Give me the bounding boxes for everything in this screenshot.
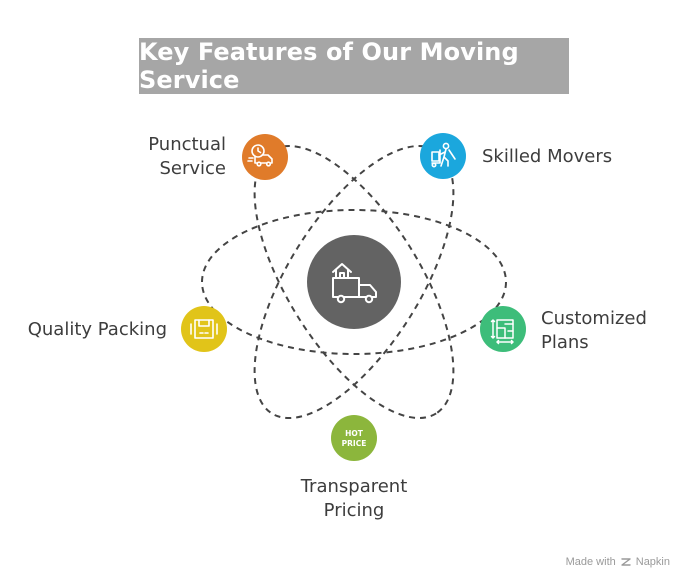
- napkin-logo-icon: [621, 558, 631, 566]
- center-circle: [307, 235, 401, 329]
- feature-label-transparent-pricing: Transparent Pricing: [284, 475, 424, 523]
- feature-label-line: Punctual: [148, 134, 226, 155]
- feature-node-skilled-movers: [420, 133, 466, 179]
- packed-box-icon: [190, 319, 218, 339]
- feature-label-line: Service: [159, 158, 226, 179]
- feature-node-quality-packing: [181, 306, 227, 352]
- page-title: Key Features of Our Moving Service: [139, 38, 519, 94]
- footer-brand: Napkin: [635, 556, 670, 568]
- orbit-ring-horizontal: [201, 209, 507, 355]
- feature-node-punctual-service: [242, 134, 288, 180]
- feature-node-transparent-pricing: HOT PRICE: [331, 415, 377, 461]
- feature-circle-skilled-movers: [420, 133, 466, 179]
- feature-circle-customized-plans: [480, 306, 526, 352]
- feature-circle-quality-packing: [181, 306, 227, 352]
- feature-label-line: Plans: [541, 332, 589, 353]
- feature-label-line: Pricing: [323, 500, 385, 521]
- hot-price-text-hot: HOT: [345, 429, 364, 438]
- center-hub: [307, 235, 401, 329]
- hot-price-icon: HOT PRICE: [342, 429, 367, 448]
- feature-label-skilled-movers: Skilled Movers: [482, 145, 642, 169]
- feature-label-punctual-service: Punctual Service: [120, 133, 226, 181]
- title-banner: Key Features of Our Moving Service: [139, 38, 569, 94]
- feature-label-quality-packing: Quality Packing: [14, 318, 167, 342]
- feature-label-line: Transparent: [300, 476, 408, 497]
- truck-with-house-icon: [332, 263, 377, 304]
- floor-plan-icon: [490, 319, 514, 345]
- hot-price-text-price: PRICE: [342, 439, 367, 448]
- orbit-ring-tilted-right: [253, 144, 455, 420]
- footer-prefix: Made with: [565, 556, 616, 568]
- delivery-truck-clock-icon: [247, 144, 273, 167]
- made-with-napkin-footer: Made with Napkin: [566, 556, 670, 568]
- feature-label-line: Skilled Movers: [482, 146, 613, 167]
- feature-circle-punctual-service: [242, 134, 288, 180]
- feature-node-customized-plans: [480, 306, 526, 352]
- feature-circle-transparent-pricing: [331, 415, 377, 461]
- feature-label-line: Quality Packing: [27, 319, 167, 340]
- mover-with-dolly-icon: [431, 142, 456, 168]
- feature-label-customized-plans: Customized Plans: [541, 307, 666, 355]
- feature-label-line: Customized: [541, 308, 647, 329]
